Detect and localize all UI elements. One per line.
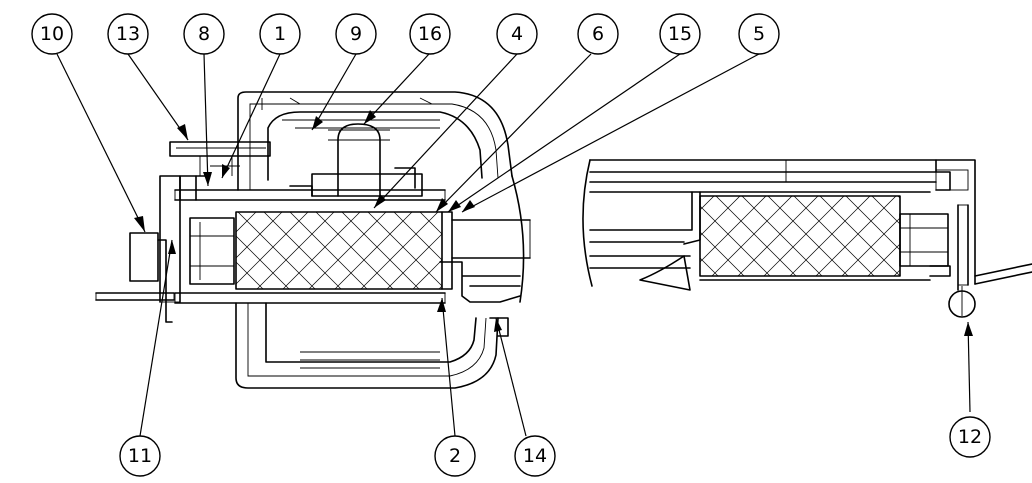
callout-label: 2 [449, 445, 461, 467]
callout-14: 14 [514, 435, 556, 477]
callout-6: 6 [577, 13, 619, 55]
callout-label: 8 [198, 23, 210, 45]
core-end-cap [441, 211, 531, 290]
callout-label: 16 [418, 23, 442, 45]
section-break-left [511, 175, 525, 303]
leader-lines [56, 53, 971, 437]
callout-label: 4 [511, 23, 523, 45]
callout-label: 11 [128, 445, 152, 467]
callout-label: 10 [40, 23, 64, 45]
stem-part [289, 123, 423, 197]
callout-10: 10 [31, 13, 73, 55]
callout-label: 6 [592, 23, 604, 45]
clip-right [439, 261, 521, 303]
left-assembly [95, 91, 531, 389]
callout-12: 12 [949, 416, 991, 458]
insulation-core [235, 211, 443, 290]
callout-15: 15 [659, 13, 701, 55]
callout-11: 11 [119, 435, 161, 477]
callout-2: 2 [434, 435, 476, 477]
section-break-right [582, 159, 593, 287]
callout-label: 9 [350, 23, 362, 45]
callout-label: 1 [274, 23, 286, 45]
callout-13: 13 [107, 13, 149, 55]
right-end-sleeve [899, 213, 951, 277]
callout-label: 5 [753, 23, 765, 45]
outer-tube [174, 189, 446, 304]
right-inner-profile [589, 191, 701, 291]
right-top-frame [589, 159, 976, 285]
callout-label: 12 [958, 426, 982, 448]
callout-16: 16 [409, 13, 451, 55]
right-insulation-core [699, 191, 931, 281]
callout-8: 8 [183, 13, 225, 55]
callout-9: 9 [335, 13, 377, 55]
right-assembly [582, 159, 1032, 318]
inner-sleeve-left [189, 217, 235, 285]
top-bracket [169, 141, 271, 201]
housing-top [237, 91, 513, 191]
right-base-plate [974, 263, 1032, 285]
knob-part [948, 286, 976, 318]
housing-bottom [235, 302, 509, 389]
callout-label: 15 [668, 23, 692, 45]
clip-part [129, 232, 173, 323]
callout-4: 4 [496, 13, 538, 55]
callout-5: 5 [738, 13, 780, 55]
callout-label: 14 [523, 445, 547, 467]
arrowheads [134, 110, 973, 336]
callout-1: 1 [259, 13, 301, 55]
right-end-wall [957, 204, 969, 291]
base-plate [95, 292, 175, 301]
callout-label: 13 [116, 23, 140, 45]
